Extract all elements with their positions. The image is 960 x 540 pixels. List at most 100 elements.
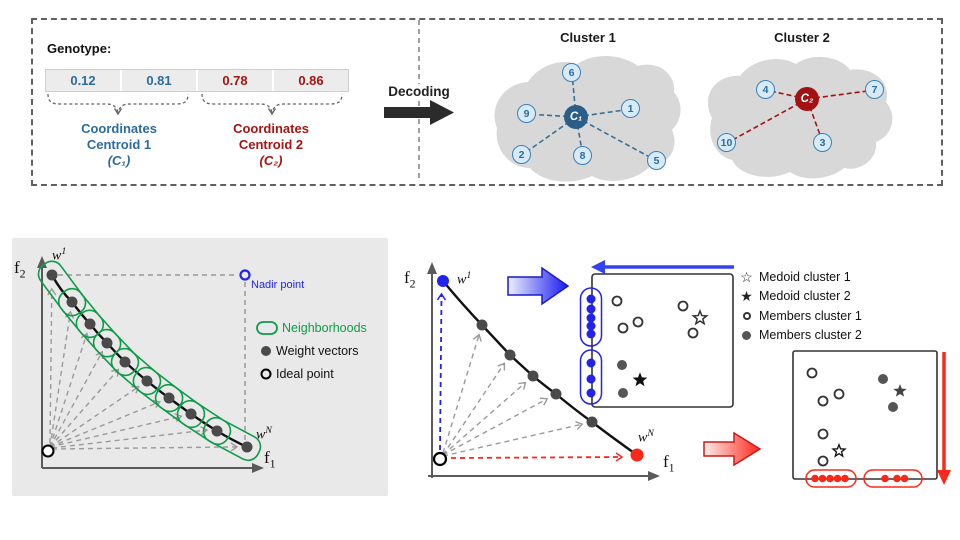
scatter2-red-dots — [811, 474, 909, 483]
left-wN-label: wN — [256, 425, 272, 444]
neighborhoods-legend-label: Neighborhoods — [282, 321, 367, 335]
left-axis-x-arrowhead — [252, 463, 264, 473]
mid-w1-base: w — [457, 272, 467, 288]
decoding-arrow — [384, 100, 454, 125]
nadir-point-marker — [239, 269, 251, 281]
scatter1-members2 — [617, 360, 628, 398]
neighborhoods-legend-icon — [256, 321, 278, 335]
gene-value-3: 0.78 — [196, 70, 272, 91]
mid-f1-base: f — [663, 452, 669, 471]
blue-block-arrow — [507, 266, 570, 306]
left-w1-base: w — [52, 248, 62, 264]
left-f2-base: f — [14, 258, 20, 277]
mid-ideal-point-marker — [432, 451, 448, 467]
left-axes — [41, 266, 252, 469]
members2-label: Members cluster 2 — [759, 328, 862, 343]
scatter2-red-groups — [805, 469, 923, 488]
mid-wN-label: wN — [638, 428, 654, 447]
decoding-label: Decoding — [378, 84, 460, 99]
cluster2-node-7: 7 — [865, 80, 884, 99]
mid-weight-vector-arrows — [442, 333, 584, 457]
mid-f2-sub: 2 — [409, 276, 416, 291]
centroid1-line2: Centroid 1 — [86, 137, 152, 152]
nadir-dashed-lines — [58, 274, 246, 440]
centroid1-symbol: (C₁) — [107, 153, 131, 168]
w1-blue-dot — [437, 275, 449, 287]
open-star-icon: ☆ — [740, 268, 753, 285]
left-weight-vector-arrows — [47, 287, 239, 452]
gene-value-1: 0.12 — [46, 70, 120, 91]
mid-axis-x-arrowhead — [648, 471, 660, 481]
red-sweep-arrowhead — [937, 470, 951, 485]
mid-axes — [428, 272, 648, 478]
cluster1-title: Cluster 1 — [560, 30, 616, 45]
scatter1-blue-dots — [586, 294, 596, 398]
mid-axis-y-arrowhead — [427, 262, 437, 274]
scatter2-members1 — [806, 367, 845, 467]
left-w1-sup: 1 — [61, 246, 67, 257]
scatter1-box — [591, 273, 734, 408]
centroid1-line1: Coordinates — [81, 121, 157, 136]
left-f2-axis-label: f2 — [14, 258, 26, 281]
members1-label: Members cluster 1 — [759, 308, 862, 323]
cluster2-node-4: 4 — [756, 80, 775, 99]
gene-value-4: 0.86 — [272, 70, 348, 91]
scatter2-box — [792, 350, 938, 480]
left-panel-background — [12, 238, 388, 496]
left-f1-base: f — [264, 448, 270, 467]
weight-vectors-legend-label: Weight vectors — [276, 344, 359, 358]
centroid2-line1: Coordinates — [233, 121, 309, 136]
wN-red-dot — [630, 448, 644, 462]
mid-f1-axis-label: f1 — [663, 452, 675, 475]
centroid2-line2: Centroid 2 — [238, 137, 304, 152]
encoding-box — [31, 18, 943, 186]
mid-wN-base: w — [638, 430, 648, 446]
scatter1-members1 — [611, 295, 699, 339]
centroid1-label: Coordinates Centroid 1 (C₁) — [48, 121, 190, 169]
cluster1-node-6: 6 — [562, 63, 581, 82]
ideal-point-marker — [41, 444, 55, 458]
filled-star-icon: ★ — [740, 288, 753, 305]
cluster1-node-1: 1 — [621, 99, 640, 118]
mid-weight-vector-dots — [476, 319, 598, 428]
left-f1-sub: 1 — [269, 456, 276, 471]
weight-vectors-legend-icon — [261, 346, 271, 356]
ideal-point-legend-icon — [260, 368, 272, 380]
scatter-legend: ☆ Medoid cluster 1 ★ Medoid cluster 2 Me… — [738, 267, 862, 345]
left-w1-label: w1 — [52, 246, 66, 265]
cluster2-blob — [707, 56, 893, 179]
gene-value-2: 0.81 — [120, 70, 196, 91]
blue-sweep-arrowhead — [591, 260, 605, 274]
centroid2-label: Coordinates Centroid 2 (C₂) — [200, 121, 342, 169]
legend-row-members2: Members cluster 2 — [738, 326, 862, 346]
left-f1-axis-label: f1 — [264, 448, 276, 471]
ideal-point-legend-label: Ideal point — [276, 367, 334, 381]
cluster1-node-5: 5 — [647, 151, 666, 170]
mid-w1-label: w1 — [457, 270, 471, 289]
nadir-point-label: Nadir point — [251, 279, 305, 291]
cluster1-node-9: 9 — [517, 104, 536, 123]
mid-wN-sup: N — [647, 428, 654, 439]
cluster2-title: Cluster 2 — [774, 30, 830, 45]
filled-circle-icon — [742, 330, 751, 340]
scatter1-blue-groups — [579, 287, 603, 405]
red-weight-vector-arrow — [450, 452, 624, 462]
cluster1-node-2: 2 — [512, 145, 531, 164]
medoid1-label: Medoid cluster 1 — [759, 269, 851, 284]
centroid1-node: C₁ — [564, 105, 588, 129]
brace-centroid2 — [201, 93, 343, 116]
left-f2-sub: 2 — [19, 266, 26, 281]
open-circle-icon — [742, 311, 751, 320]
red-block-arrow — [703, 431, 762, 467]
legend-row-members1: Members cluster 1 — [738, 306, 862, 326]
centroid2-node: C₂ — [795, 87, 819, 111]
left-wN-sup: N — [265, 425, 272, 436]
cluster2-node-10: 10 — [717, 133, 736, 152]
cluster1-node-8: 8 — [573, 146, 592, 165]
genotype-label: Genotype: — [47, 41, 112, 56]
legend-row-medoid1: ☆ Medoid cluster 1 — [738, 267, 862, 287]
mid-f1-sub: 1 — [668, 460, 675, 475]
mid-f2-axis-label: f2 — [404, 268, 416, 291]
left-wN-base: w — [256, 427, 266, 443]
